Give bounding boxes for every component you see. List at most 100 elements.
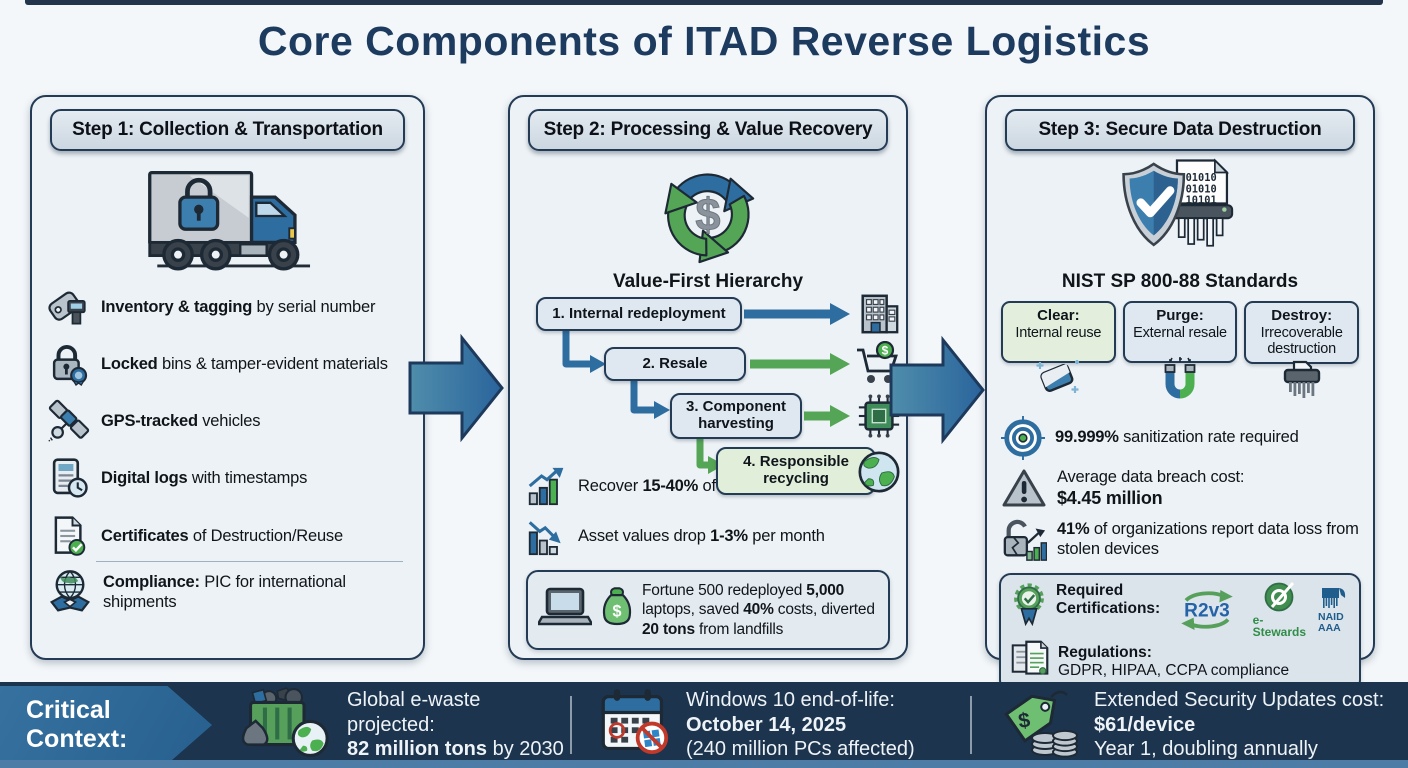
regulation-docs-icon xyxy=(1010,640,1050,683)
fact-line: (240 million PCs affected) xyxy=(686,738,915,761)
wipe-icon xyxy=(1035,357,1081,404)
globe-handshake-icon xyxy=(48,568,92,616)
regulations-label: Regulations: xyxy=(1058,643,1152,661)
method-title: Clear: xyxy=(1037,307,1080,324)
estewards-text: e-Stewards xyxy=(1252,613,1306,639)
shredder-icon xyxy=(1279,358,1325,405)
svg-text:$: $ xyxy=(1017,708,1032,732)
stat-line: Average data breach cost: xyxy=(1057,468,1245,487)
method-destroy: Destroy: Irrecoverable destruction xyxy=(1244,301,1360,408)
binary-line: 10101 xyxy=(1186,195,1217,207)
magnet-icon xyxy=(1157,357,1203,408)
method-box: Purge: External resale xyxy=(1122,301,1238,363)
panel-step1: Step 1: Collection & Transportation xyxy=(30,95,425,660)
target-icon xyxy=(1001,415,1045,461)
r2v3-logo: R2v3 xyxy=(1173,589,1241,631)
shield-shredder-icon: 01010 01010 10101 xyxy=(997,157,1363,269)
list-item: Digital logs with timestamps xyxy=(48,455,407,501)
sanitization-stat: 99.999% sanitization rate required xyxy=(1001,415,1359,461)
win10-eol-fact: Windows 10 end-of-life: October 14, 2025… xyxy=(572,688,970,761)
data-loss-stat: 41% of organizations report data loss fr… xyxy=(1001,517,1359,563)
step1-header: Step 1: Collection & Transportation xyxy=(50,109,405,151)
bullet-text: Digital logs with timestamps xyxy=(101,468,308,487)
fact-line: Windows 10 end-of-life: xyxy=(686,689,895,712)
hierarchy-title: Value-First Hierarchy xyxy=(612,271,804,292)
chip-icon xyxy=(856,393,902,444)
footer-divider xyxy=(970,696,972,754)
regulations-desc: GDPR, HIPAA, CCPA compliance xyxy=(1058,661,1290,679)
fact-line: Year 1, doubling annually xyxy=(1094,738,1318,761)
panel-step2: Step 2: Processing & Value Recovery $ Va… xyxy=(508,95,908,660)
hierarchy-box-4: 4. Responsible recycling xyxy=(716,447,876,495)
hierarchy-connectors xyxy=(562,303,850,474)
method-desc: Internal reuse xyxy=(1015,324,1102,341)
warning-icon xyxy=(1001,468,1047,510)
money-bag-icon: $ xyxy=(600,584,634,635)
fact-text: Windows 10 end-of-life: October 14, 2025… xyxy=(686,688,915,761)
list-item: Certificates of Destruction/Reuse xyxy=(48,513,407,559)
step1-compliance-row: Compliance: PIC for international shipme… xyxy=(48,568,407,616)
list-item: Inventory & tagging by serial number xyxy=(48,285,407,329)
step3-header: Step 3: Secure Data Destruction xyxy=(1005,109,1355,151)
globe-icon xyxy=(856,449,902,500)
fact-line: October 14, 2025 xyxy=(686,713,847,736)
binary-line: 01010 xyxy=(1186,183,1217,195)
shopping-cart-icon: $ xyxy=(854,340,902,394)
method-desc: External resale xyxy=(1133,324,1227,341)
chart-up-icon xyxy=(526,464,568,508)
laptop-icon xyxy=(535,586,595,633)
svg-text:$: $ xyxy=(695,189,720,240)
fact-text: Global e-waste projected: 82 million ton… xyxy=(347,688,570,761)
calendar-eol-icon xyxy=(598,688,672,761)
fact-line: $61/device xyxy=(1094,713,1196,736)
value-hierarchy-flow: 1. Internal redeployment 2. Resale 3. Co… xyxy=(516,294,902,495)
svg-text:$: $ xyxy=(613,603,622,621)
ewaste-fact: Global e-waste projected: 82 million ton… xyxy=(212,686,570,764)
ewaste-bin-icon xyxy=(238,686,333,764)
standards-title: NIST SP 800-88 Standards xyxy=(1061,271,1299,292)
fact-line: 82 million tons by 2030 xyxy=(347,738,564,761)
certification-logos: R2v3 e-Stewards xyxy=(1173,582,1350,638)
building-icon xyxy=(856,291,902,342)
stat-text: 41% of organizations report data loss fr… xyxy=(1057,520,1359,558)
recycle-dollar-icon: $ xyxy=(520,157,896,269)
sanitization-methods: Clear: Internal reuse Purge: xyxy=(1001,301,1360,408)
hierarchy-box-2: 2. Resale xyxy=(604,347,746,381)
top-strip xyxy=(25,0,1383,5)
bullet-text: Certificates of Destruction/Reuse xyxy=(101,526,343,545)
breach-cost-stat: Average data breach cost: $4.45 million xyxy=(1001,468,1359,510)
method-box: Destroy: Irrecoverable destruction xyxy=(1244,301,1360,364)
stat-text: Asset values drop 1-3% per month xyxy=(578,526,825,545)
critical-context-chevron: Critical Context: xyxy=(0,686,212,764)
naid-logo: NAID AAA xyxy=(1318,587,1348,633)
method-title: Purge: xyxy=(1156,307,1204,324)
fact-line: Extended Security Updates cost: xyxy=(1094,689,1385,712)
divider xyxy=(96,561,403,562)
flow-arrow-icon xyxy=(889,332,986,448)
hierarchy-box-3: 3. Component harvesting xyxy=(670,393,802,439)
step2-header: Step 2: Processing & Value Recovery xyxy=(528,109,888,151)
method-desc: Irrecoverable destruction xyxy=(1260,324,1343,357)
lock-badge-icon xyxy=(48,341,90,387)
drop-stat: Asset values drop 1-3% per month xyxy=(526,514,890,558)
chart-down-icon xyxy=(526,514,568,558)
footer-divider xyxy=(570,696,572,754)
bullet-text: Locked bins & tamper-evident materials xyxy=(101,354,388,373)
list-item: Locked bins & tamper-evident materials xyxy=(48,341,407,387)
case-study-text: Fortune 500 redeployed 5,000 laptops, sa… xyxy=(642,581,875,638)
naid-text: NAID AAA xyxy=(1318,611,1344,634)
satellite-icon xyxy=(48,399,90,443)
estewards-logo: e-Stewards xyxy=(1253,582,1306,638)
ribbon-check-icon xyxy=(1010,582,1048,633)
method-box: Clear: Internal reuse xyxy=(1001,301,1116,363)
fact-line: Global e-waste projected: xyxy=(347,689,481,736)
critical-context-bar: Critical Context: xyxy=(0,682,1408,768)
list-item: GPS-tracked vehicles xyxy=(48,399,407,443)
locked-truck-icon xyxy=(42,157,413,275)
fact-text: Extended Security Updates cost: $61/devi… xyxy=(1094,688,1384,761)
page-title: Core Components of ITAD Reverse Logistic… xyxy=(257,18,1151,64)
esu-cost-fact: $ Extended Security Updates cost: $61/de… xyxy=(972,688,1392,763)
price-tag-coins-icon: $ xyxy=(998,688,1080,763)
tag-scanner-icon xyxy=(48,285,90,329)
method-clear: Clear: Internal reuse xyxy=(1001,301,1116,408)
